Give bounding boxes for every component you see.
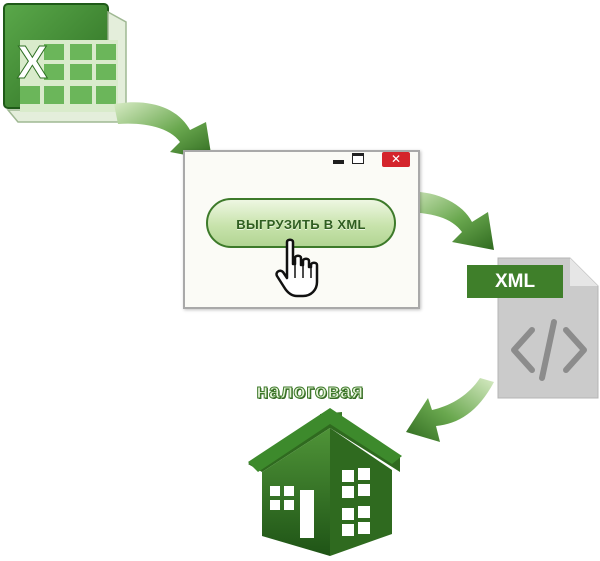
minimize-icon[interactable] bbox=[333, 160, 344, 164]
xml-badge: XML bbox=[467, 265, 563, 298]
arrow-xml-to-house bbox=[406, 378, 494, 442]
code-brackets-icon bbox=[511, 319, 587, 381]
app-window: ✕ ВЫГРУЗИТЬ В XML bbox=[183, 150, 420, 309]
tax-office-label: налоговая bbox=[256, 381, 364, 404]
svg-text:X: X bbox=[17, 36, 48, 88]
arrow-window-to-xml bbox=[398, 191, 494, 250]
maximize-icon[interactable] bbox=[352, 153, 364, 164]
close-button[interactable]: ✕ bbox=[382, 152, 410, 167]
arrow-excel-to-window bbox=[114, 102, 212, 160]
export-xml-button[interactable]: ВЫГРУЗИТЬ В XML bbox=[206, 198, 396, 248]
excel-icon: X bbox=[3, 3, 127, 123]
house-icon bbox=[248, 408, 402, 556]
hand-cursor-icon bbox=[275, 238, 319, 298]
